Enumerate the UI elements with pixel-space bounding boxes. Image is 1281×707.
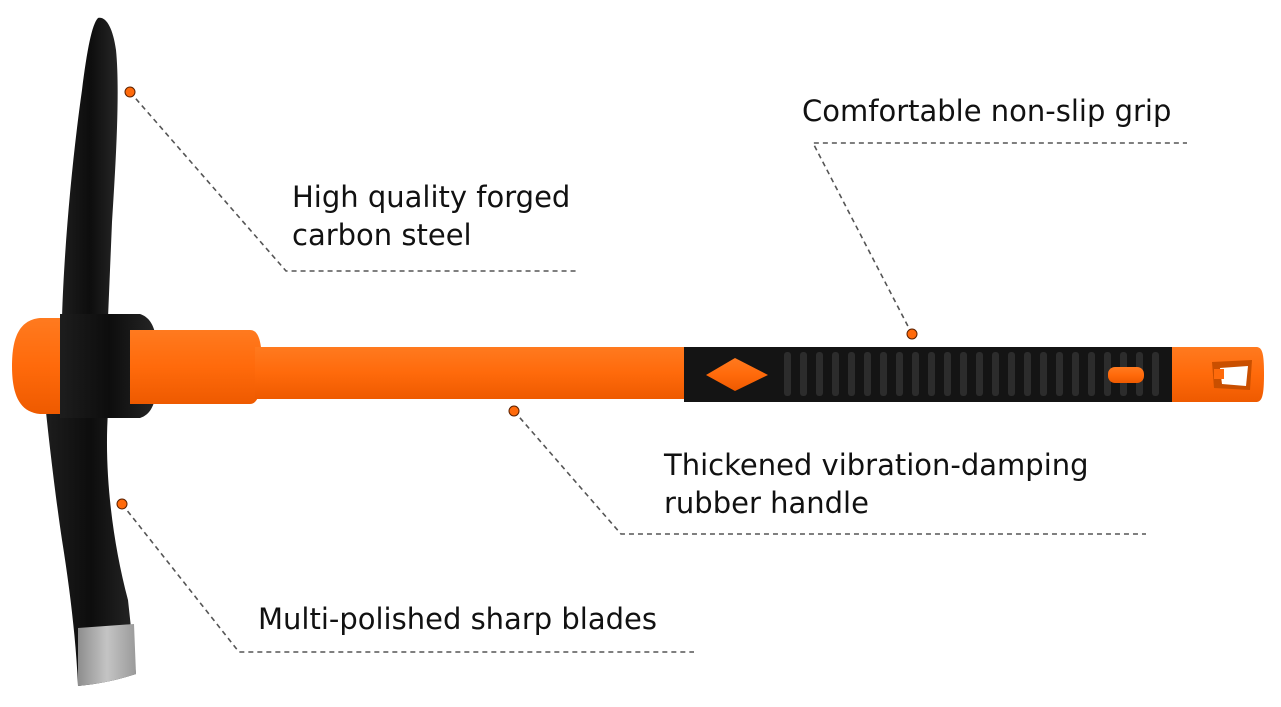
callout-grip-line1: Comfortable non-slip grip <box>802 94 1172 128</box>
handle-shaft <box>255 347 690 399</box>
callout-handle-line2: rubber handle <box>664 486 869 520</box>
marker-dot-blades <box>116 498 128 510</box>
lanyard-hole-opening <box>1220 366 1248 386</box>
marker-dot-handle <box>508 405 520 417</box>
head-end-cap <box>12 318 60 414</box>
callout-forged-steel-line2: carbon steel <box>292 218 472 252</box>
callout-forged-steel-line1: High quality forged <box>292 180 571 214</box>
leader-line-handle <box>513 410 1146 535</box>
pick-spike <box>62 17 118 318</box>
handle-collar <box>130 330 262 404</box>
callout-blades: Multi-polished sharp blades <box>258 600 657 638</box>
grip-diamond-inlay <box>706 358 768 391</box>
leader-line-grip <box>811 142 1187 335</box>
grip-slot-inlay <box>1108 367 1144 383</box>
marker-dot-forged-steel <box>124 86 136 98</box>
callout-handle-line1: Thickened vibration-damping <box>664 448 1089 482</box>
callout-handle: Thickened vibration-damping rubber handl… <box>664 446 1089 522</box>
polished-edge <box>78 624 136 686</box>
marker-dot-grip <box>906 328 918 340</box>
leader-line-forged-steel <box>129 91 579 272</box>
callout-blades-line1: Multi-polished sharp blades <box>258 602 657 636</box>
callout-grip: Comfortable non-slip grip <box>802 92 1171 130</box>
chisel-blade <box>46 412 136 686</box>
callout-forged-steel: High quality forged carbon steel <box>292 178 570 254</box>
lanyard-hole-pin <box>1214 369 1224 379</box>
